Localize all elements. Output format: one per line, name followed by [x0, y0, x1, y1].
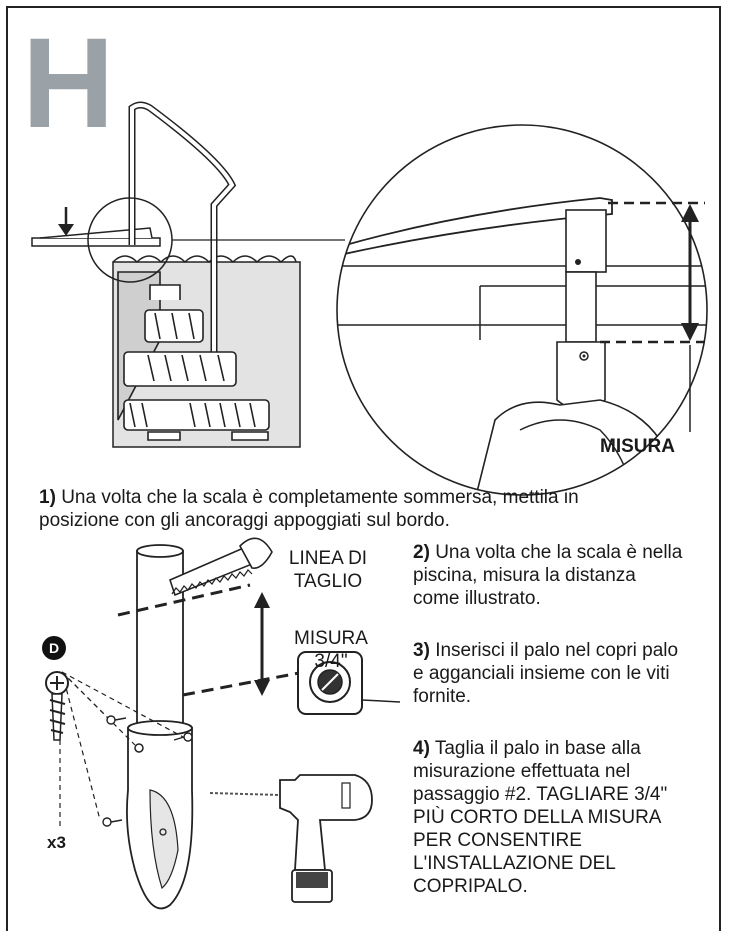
step3-line: e agganciali insieme con le viti [413, 663, 670, 684]
misura-detail-label: MISURA [600, 436, 675, 457]
cut-line-label-1: LINEA DI [288, 548, 368, 569]
step-letter: H [22, 12, 115, 155]
step4-line: PER CONSENTIRE [413, 830, 582, 851]
step1-line1: Una volta che la scala è completamente s… [61, 487, 579, 508]
step2-text: 2) Una volta che la scala è nella piscin… [413, 541, 682, 610]
step4-line: misurazione effettuata nel [413, 761, 631, 782]
step4-text: 4) Taglia il palo in base alla misurazio… [413, 737, 667, 898]
quantity-label: x3 [47, 833, 66, 852]
step3-number: 3) [413, 640, 430, 661]
step2-line: come illustrato. [413, 588, 541, 609]
cut-line-label-2: TAGLIO [293, 571, 363, 592]
step3-line: Inserisci il palo nel copri palo [435, 640, 679, 661]
step1-line2: posizione con gli ancoraggi appoggiati s… [39, 510, 450, 531]
step2-line: Una volta che la scala è nella [435, 542, 683, 563]
step4-number: 4) [413, 738, 430, 759]
step4-line: PIÙ CORTO DELLA MISURA [413, 807, 662, 828]
step2-line: piscina, misura la distanza [413, 565, 636, 586]
part-d-badge: D [42, 636, 66, 660]
step4-line: COPRIPALO. [413, 876, 528, 897]
detail-circle [336, 124, 708, 496]
cut-line-label: LINEA DI TAGLIO [268, 547, 388, 593]
step1-text: 1) Una volta che la scala è completament… [39, 486, 579, 532]
step1-number: 1) [39, 487, 56, 508]
step2-number: 2) [413, 542, 430, 563]
measure-label: MISURA 3/4" [276, 627, 386, 673]
step4-line: Taglia il palo in base alla [434, 738, 641, 759]
step3-text: 3) Inserisci il palo nel copri palo e ag… [413, 639, 678, 708]
measure-label-2: 3/4" [314, 651, 348, 672]
page-border [6, 6, 721, 931]
step4-line: L'INSTALLAZIONE DEL [413, 853, 616, 874]
measure-label-1: MISURA [294, 628, 368, 649]
step4-line: passaggio #2. TAGLIARE 3/4" [413, 784, 668, 805]
step3-line: fornite. [413, 686, 472, 707]
ladder-pool-illustration [31, 101, 345, 448]
pole-cut-illustration [45, 537, 401, 910]
